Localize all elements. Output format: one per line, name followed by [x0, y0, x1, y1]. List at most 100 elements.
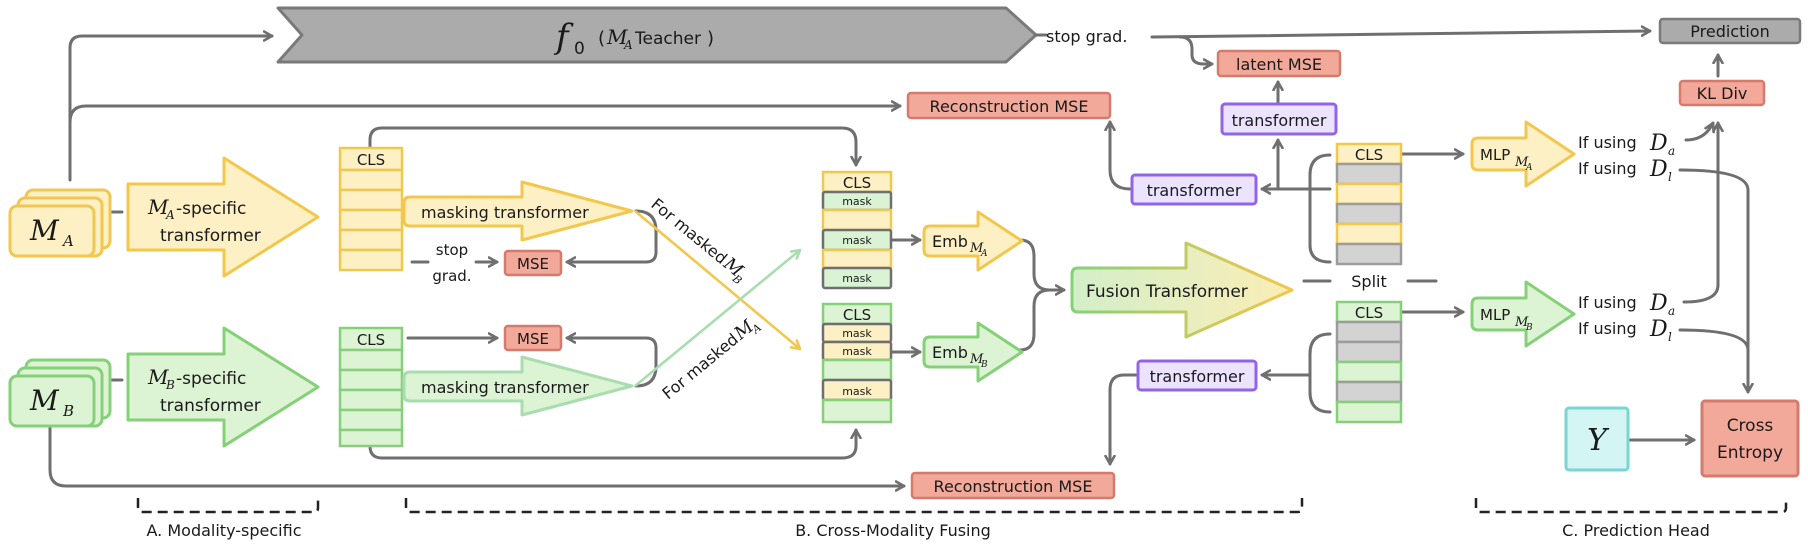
svg-text:M: M — [969, 352, 984, 367]
svg-text:transformer: transformer — [1147, 181, 1242, 200]
svg-text:Emb: Emb — [932, 343, 968, 362]
token-b-cls: CLS — [357, 331, 385, 349]
svg-text:A: A — [980, 249, 988, 259]
svg-text:Entropy: Entropy — [1717, 443, 1783, 463]
edge-maskA-mse — [565, 209, 658, 262]
svg-text:mask: mask — [842, 345, 872, 358]
masking-transformer-b: masking transformer — [402, 355, 634, 417]
svg-text:If using: If using — [1578, 159, 1637, 178]
edge-clsB-fused — [368, 428, 856, 460]
svg-text:Fusion Transformer: Fusion Transformer — [1086, 282, 1248, 302]
section-brackets — [136, 498, 1788, 514]
input-mb-sub: B — [62, 402, 74, 420]
mb-transformer-line2: transformer — [160, 396, 261, 416]
label-y-box: Y — [1564, 406, 1630, 472]
svg-text:If using: If using — [1578, 293, 1637, 312]
svg-text:MLP: MLP — [1480, 306, 1510, 324]
fused-stack-b: CLS mask mask mask — [821, 302, 893, 424]
svg-text:CLS: CLS — [843, 174, 871, 192]
if-using-a-1: If using D a — [1578, 131, 1675, 158]
svg-text:MSE: MSE — [517, 330, 549, 348]
svg-text:mask: mask — [842, 195, 872, 208]
edge-stopgrad-prediction — [1150, 31, 1652, 39]
svg-text:mask: mask — [842, 234, 872, 247]
input-mb-stack: M B — [8, 358, 112, 428]
ma-specific-transformer: M A -specific transformer — [126, 156, 320, 278]
svg-text:a: a — [1668, 144, 1675, 158]
svg-text:Reconstruction MSE: Reconstruction MSE — [930, 97, 1089, 116]
svg-text:KL Div: KL Div — [1697, 84, 1748, 103]
latent-mse: latent MSE — [1216, 49, 1342, 78]
if-using-a-2: If using D a — [1578, 291, 1675, 318]
edge-ifl-ce — [1678, 168, 1748, 394]
svg-text:D: D — [1649, 157, 1668, 182]
svg-text:M: M — [147, 195, 169, 219]
teacher-stop-grad: stop grad. — [1046, 27, 1127, 46]
transformer-recon-top: transformer — [1130, 173, 1258, 206]
teacher-modality-symbol: M — [606, 25, 628, 49]
edge-transformer-recon-bottom — [1110, 373, 1138, 466]
edge-embB-fusion — [1018, 288, 1052, 352]
stop-grad-line2: grad. — [432, 267, 471, 285]
svg-text:mask: mask — [842, 385, 872, 398]
mlp-b: MLP M B — [1470, 280, 1576, 348]
section-label-a: A. Modality-specific — [147, 521, 302, 540]
mb-transformer-line1: -specific — [176, 369, 246, 389]
stop-grad-line1: stop — [436, 241, 468, 259]
token-stack-a: CLS — [338, 146, 404, 272]
transformer-recon-bottom: transformer — [1136, 359, 1258, 392]
edge-split-bottom-stack — [1308, 332, 1332, 414]
edge-masked-a — [634, 250, 800, 388]
svg-text:For masked: For masked — [658, 330, 741, 404]
edge-ma-recon-top — [68, 106, 902, 124]
svg-text:CLS: CLS — [1355, 146, 1383, 164]
token-stack-b: CLS — [338, 326, 404, 448]
edge-clsA-fused — [368, 126, 856, 167]
svg-text:M: M — [969, 241, 984, 256]
edge-maskB-mse — [565, 338, 658, 388]
edge-mb-recon-bottom — [48, 420, 906, 486]
edge-ifl2-ce — [1678, 328, 1750, 352]
section-label-c: C. Prediction Head — [1562, 521, 1710, 540]
edge-split-top-stack — [1308, 153, 1332, 264]
kl-div: KL Div — [1678, 79, 1766, 107]
label-for-masked-a: For masked M A — [658, 316, 764, 404]
svg-text:B: B — [165, 378, 175, 392]
svg-text:CLS: CLS — [843, 306, 871, 324]
output-stack-a: CLS — [1335, 142, 1403, 266]
edges — [48, 31, 1750, 486]
svg-text:): ) — [707, 28, 714, 49]
recon-mse-top: Reconstruction MSE — [906, 91, 1112, 120]
input-ma-symbol: M — [29, 214, 60, 247]
svg-text:transformer: transformer — [1232, 111, 1327, 130]
svg-text:M: M — [1514, 315, 1529, 330]
svg-text:l: l — [1668, 330, 1672, 344]
output-stack-b: CLS — [1335, 300, 1403, 424]
svg-text:A: A — [1525, 163, 1533, 173]
fusion-transformer: Fusion Transformer — [1070, 241, 1294, 339]
svg-text:mask: mask — [842, 327, 872, 340]
label-for-masked-b: For masked M B — [647, 194, 747, 287]
svg-text:If using: If using — [1578, 319, 1637, 338]
svg-text:(: ( — [598, 28, 605, 49]
svg-text:a: a — [1668, 304, 1675, 318]
mse-box-bottom: MSE — [503, 324, 563, 352]
split-label: Split — [1351, 272, 1386, 291]
svg-text:l: l — [1668, 170, 1672, 184]
edge-stopgrad-latent — [1178, 35, 1214, 64]
svg-text:MSE: MSE — [517, 255, 549, 273]
transformer-latent: transformer — [1220, 102, 1338, 136]
emb-a: Emb M A — [922, 210, 1024, 272]
emb-b: Emb M B — [922, 321, 1024, 383]
svg-text:M: M — [1514, 155, 1529, 170]
recon-mse-bottom: Reconstruction MSE — [910, 471, 1116, 500]
svg-text:B: B — [1525, 323, 1533, 333]
svg-text:B: B — [980, 360, 988, 370]
teacher-f-subscript: 0 — [574, 39, 585, 59]
edge-ifa-kl — [1684, 121, 1713, 142]
token-a-cls: CLS — [357, 151, 385, 169]
ma-transformer-line1: -specific — [176, 199, 246, 219]
svg-text:Cross: Cross — [1727, 416, 1774, 436]
teacher-modality-sub: A — [623, 38, 633, 52]
masking-transformer-a: masking transformer — [402, 180, 634, 242]
